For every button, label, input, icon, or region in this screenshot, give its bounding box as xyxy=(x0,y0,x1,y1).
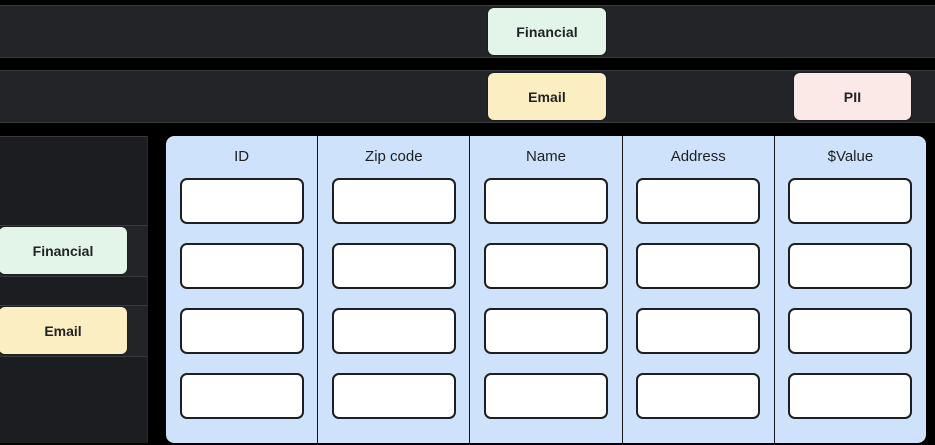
table-cell[interactable] xyxy=(636,308,761,354)
table-cell[interactable] xyxy=(788,373,913,419)
table-column-name: Name xyxy=(470,136,623,443)
column-header-zip-code: Zip code xyxy=(365,148,423,165)
sidebar-item-financial[interactable]: Financial xyxy=(0,226,128,275)
table-column-id: ID xyxy=(166,136,319,443)
data-table: ID Zip code Name Address $Value xyxy=(166,136,926,443)
table-cell[interactable] xyxy=(179,308,304,354)
table-cell[interactable] xyxy=(331,178,456,224)
table-column-cells-name xyxy=(470,178,621,443)
column-header-value: $Value xyxy=(827,148,874,165)
tag-bar-row-1 xyxy=(0,5,935,58)
table-column-cells-address xyxy=(623,178,774,443)
table-cell[interactable] xyxy=(788,178,913,224)
column-header-name: Name xyxy=(526,148,567,165)
tag-chip-email-top[interactable]: Email xyxy=(487,72,607,121)
table-column-value: $Value xyxy=(774,136,926,443)
table-cell[interactable] xyxy=(179,178,304,224)
table-cell[interactable] xyxy=(331,308,456,354)
table-column-address: Address xyxy=(622,136,775,443)
table-cell[interactable] xyxy=(788,308,913,354)
sidebar-item-email[interactable]: Email xyxy=(0,306,128,355)
column-header-id: ID xyxy=(234,148,250,165)
table-cell[interactable] xyxy=(484,243,608,289)
table-cell[interactable] xyxy=(179,243,304,289)
tag-chip-financial-top[interactable]: Financial xyxy=(487,7,607,56)
sidebar-panel: Financial Email xyxy=(0,136,148,443)
tag-bar-row-2 xyxy=(0,70,935,123)
table-cell[interactable] xyxy=(484,178,608,224)
table-cell[interactable] xyxy=(636,178,761,224)
tag-chip-pii-top[interactable]: PII xyxy=(793,72,912,121)
table-cell[interactable] xyxy=(484,373,608,419)
table-cell[interactable] xyxy=(331,373,456,419)
table-cell[interactable] xyxy=(788,243,913,289)
table-column-cells-id xyxy=(166,178,317,443)
table-cell[interactable] xyxy=(179,373,304,419)
table-cell[interactable] xyxy=(636,373,761,419)
table-cell[interactable] xyxy=(636,243,761,289)
column-header-address: Address xyxy=(670,148,726,165)
table-column-zip-code: Zip code xyxy=(318,136,471,443)
table-column-cells-zip-code xyxy=(318,178,469,443)
table-column-cells-value xyxy=(775,178,926,443)
table-cell[interactable] xyxy=(331,243,456,289)
table-cell[interactable] xyxy=(484,308,608,354)
